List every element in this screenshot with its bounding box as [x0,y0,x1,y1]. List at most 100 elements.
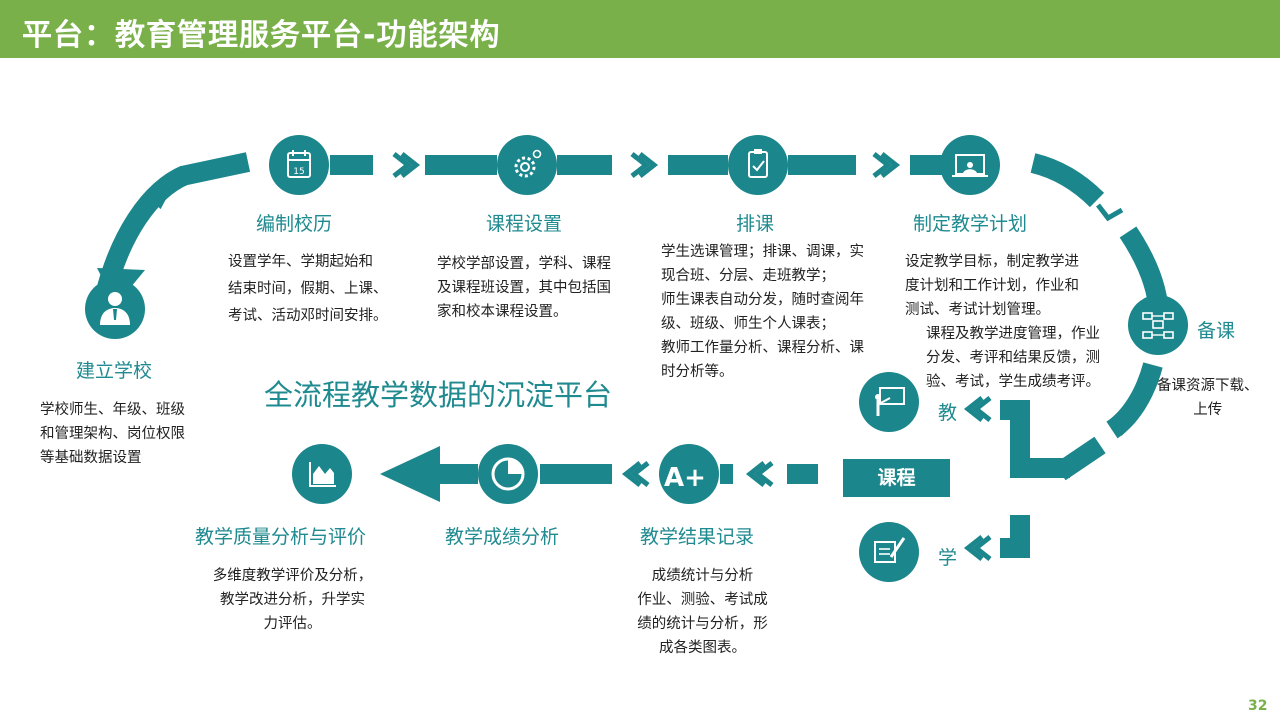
calendar-desc-line: 考试、活动邓时间安排。 [228,308,388,324]
calendar-icon: 15 [287,150,311,178]
scheduling-desc-line: 现合班、分层、走班教学； [661,268,835,284]
course-setting-node [497,135,557,195]
chevrons [146,152,1136,561]
gear-icon [514,149,542,178]
scheduling-desc-line: 师生课表自动分发，随时查阅年 [661,292,864,308]
chevron-bottom-1b [753,461,774,487]
chevron-teach [963,396,984,422]
plan-desc-line: 度计划和工作计划，作业和 [905,278,1079,294]
progress-desc: 课程及教学进度管理，作业 分发、考评和结果反馈，测 验、考试，学生成绩考评。 [926,322,1100,394]
chevron-bottom-1 [745,461,766,487]
arc-plan-right [1030,153,1105,208]
course-setting-label: 课程设置 [486,213,563,235]
result-desc-line: 成绩统计与分析 [651,568,754,584]
course-setting-desc: 学校学部设置，学科、课程 及课程班设置，其中包括国 家和校本课程设置。 [437,252,611,324]
calendar-node [269,135,329,195]
scheduling-desc-line: 教师工作量分析、课程分析、课 [661,340,864,356]
plan-desc: 设定教学目标，制定教学进 度计划和工作计划，作业和 测试、考试计划管理。 [905,250,1079,322]
school-label: 建立学校 [76,360,153,382]
bracket-learn [1000,515,1030,558]
header-bar: 平台：教育管理服务平台-功能架构 [0,0,1280,58]
prep-desc: 备课资源下载、 上传 [1157,374,1259,422]
prep-desc-line: 备课资源下载、 [1157,378,1259,394]
learn-label: 学 [938,547,958,569]
course-setting-desc-line: 及课程班设置，其中包括国 [437,280,611,296]
chevron-teach-b [971,396,992,422]
page-title: 平台：教育管理服务平台-功能架构 [22,18,501,53]
chevron-learn-b [971,535,992,561]
writing-icon [874,537,906,563]
clipboard-icon [748,149,768,178]
center-title: 全流程教学数据的沉淀平台 [264,378,613,412]
prep-label: 备课 [1197,320,1236,342]
calendar-label: 编制校历 [256,213,333,235]
school-desc-line: 等基础数据设置 [40,450,142,466]
scheduling-desc-line: 级、班级、师生个人课表； [661,316,835,332]
teacher-icon [875,387,905,416]
scheduling-desc-line: 时分析等。 [661,364,734,380]
area-chart-icon [309,462,336,487]
chevron-top-1 [392,152,413,178]
arrow-to-quality [380,446,440,502]
presentation-icon [952,154,988,177]
plan-desc-line: 测试、考试计划管理。 [905,302,1050,318]
scheduling-desc: 学生选课管理；排课、调课，实 现合班、分层、走班教学； 师生课表自动分发，随时查… [661,240,864,384]
chevron-top-3 [872,152,893,178]
chevron-right-arc [1096,203,1124,222]
chevron-top-3b [880,152,901,178]
pie-chart-icon [491,457,525,491]
calendar-icon-text: 15 [293,167,304,177]
chevron-bottom-2b [629,461,650,487]
node-circles [85,135,1188,582]
chevron-bottom-2 [621,461,642,487]
chevron-top-1b [400,152,421,178]
chevron-arc-left [146,188,171,210]
progress-desc-line: 验、考试，学生成绩考评。 [926,374,1100,390]
progress-desc-line: 分发、考评和结果反馈，测 [926,350,1100,366]
result-desc: 成绩统计与分析 作业、测验、考试成 绩的统计与分析，形 成各类图表。 [620,564,785,660]
chevron-right-lower [1109,416,1136,436]
calendar-desc-line: 结束时间，假期、上课、 [228,281,388,297]
page-number: 32 [1248,698,1268,714]
course-box: 课程 [843,459,950,497]
school-desc-line: 学校师生、年级、班级 [40,402,185,418]
quality-label: 教学质量分析与评价 [195,526,367,548]
calendar-desc-line: 设置学年、学期起始和 [228,254,373,270]
chevron-learn [963,535,984,561]
school-desc: 学校师生、年级、班级 和管理架构、岗位权限 等基础数据设置 [40,398,185,470]
quality-desc-line: 力评估。 [263,616,322,632]
result-label: 教学结果记录 [640,526,755,548]
quality-desc: 多维度教学评价及分析， 教学改进分析，升学实 力评估。 [200,564,385,636]
flow-connectors [95,152,1169,558]
course-setting-desc-line: 家和校本课程设置。 [437,304,568,320]
quality-desc-line: 教学改进分析，升学实 [220,592,365,608]
school-desc-line: 和管理架构、岗位权限 [40,426,185,442]
progress-desc-line: 课程及教学进度管理，作业 [926,326,1100,342]
network-icon [1142,312,1174,339]
prep-node [1128,295,1188,355]
prep-desc-line: 上传 [1193,402,1223,418]
scheduling-desc-line: 学生选课管理；排课、调课，实 [661,244,864,260]
calendar-desc: 设置学年、学期起始和 结束时间，假期、上课、 考试、活动邓时间安排。 [228,249,388,330]
learn-node [859,522,919,582]
scheduling-label: 排课 [736,213,775,235]
teach-label: 教 [938,402,958,424]
scheduling-node [728,135,788,195]
quality-desc-line: 多维度教学评价及分析， [212,568,373,584]
result-desc-line: 作业、测验、考试成 [637,592,768,608]
course-setting-desc-line: 学校学部设置，学科、课程 [437,256,611,272]
plan-label: 制定教学计划 [913,213,1028,235]
bracket-teach [1000,400,1030,465]
teach-node [859,372,919,432]
user-icon [100,292,130,325]
result-desc-line: 绩的统计与分析，形 [637,616,768,632]
chevron-top-2b [638,152,659,178]
plan-desc-line: 设定教学目标，制定教学进 [905,254,1079,270]
grade-icon-text: A+ [664,463,706,493]
chevron-top-2 [630,152,651,178]
result-node [659,444,719,504]
score-label: 教学成绩分析 [445,526,560,548]
line-calendar-left [179,152,251,186]
grade-icon: A+ [664,463,706,493]
